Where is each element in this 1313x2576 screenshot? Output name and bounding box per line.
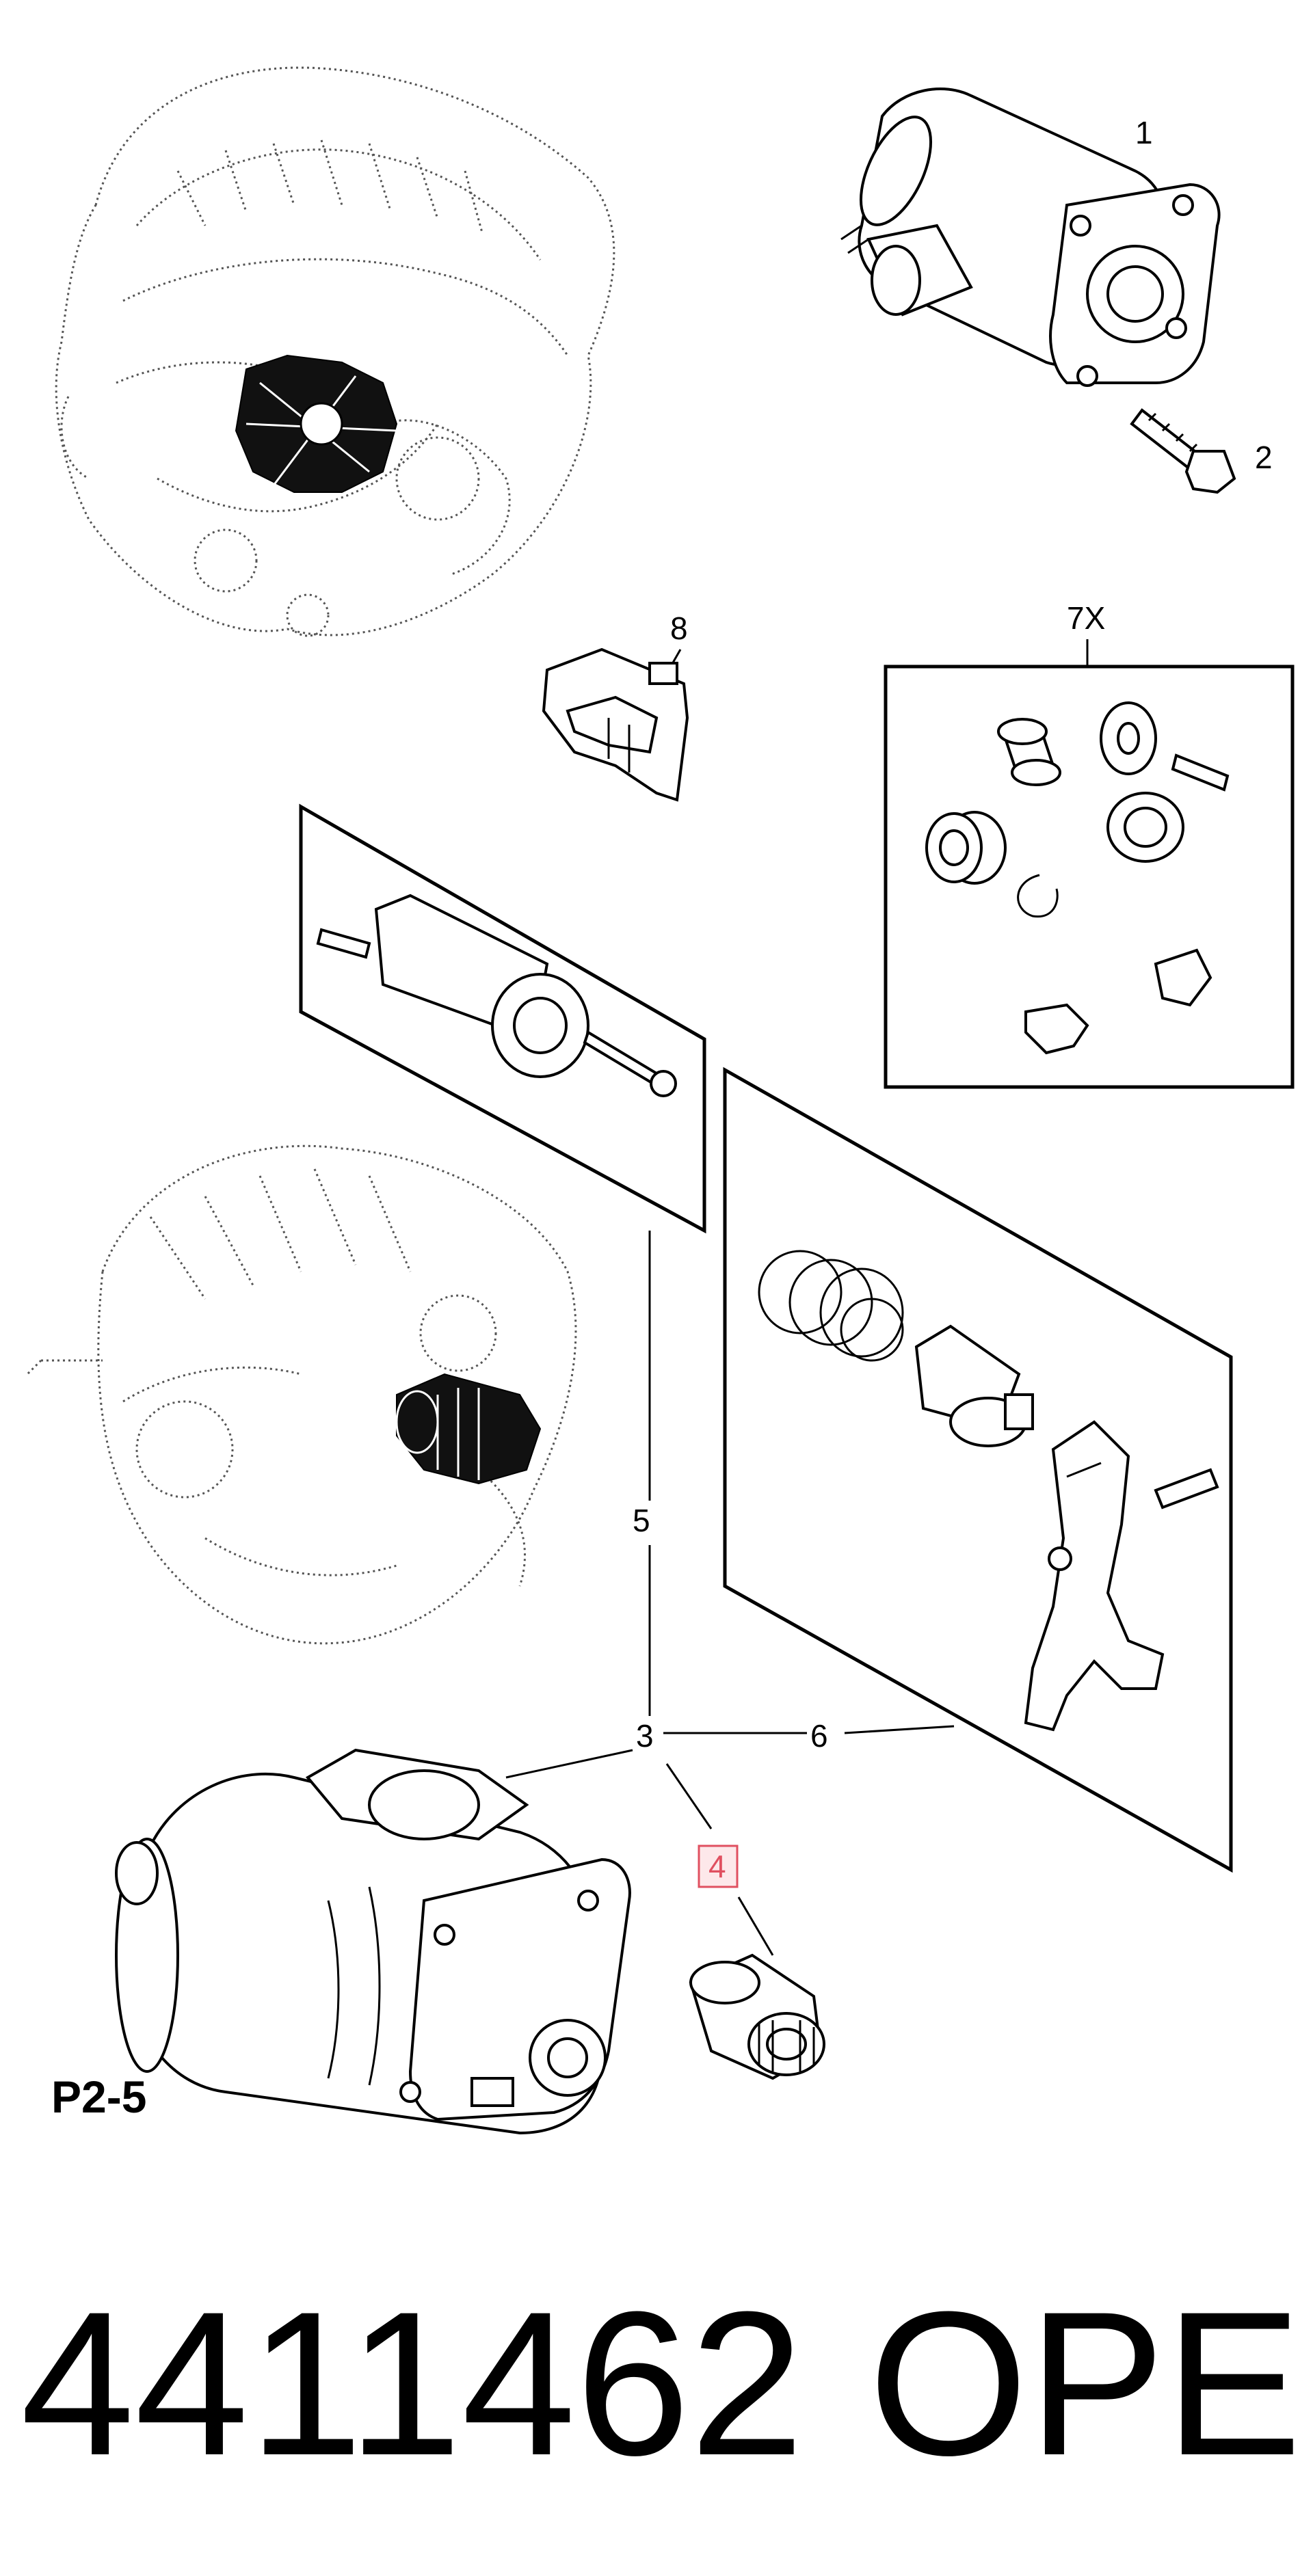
part-1-starter-motor[interactable] [840,88,1221,387]
part-2-bolt[interactable] [1130,408,1236,494]
part-6-drive-group[interactable] [723,1066,1233,1873]
fork-pin [1154,1468,1219,1510]
part-5-solenoid-group[interactable] [299,803,706,1234]
repair-kit-group-7X[interactable] [884,665,1295,1089]
callout-4: 4 [708,1849,726,1884]
part-8-bracket[interactable] [542,647,689,802]
callout-7X: 7X [1067,600,1105,636]
kit-pin [1171,753,1230,792]
solenoid [316,894,589,1078]
callout-6: 6 [810,1718,828,1754]
kit-bushing [925,811,1007,885]
plunger [914,1324,1034,1447]
starter-location-highlight-middle [395,1373,542,1485]
part-number: 4411462 [21,2268,804,2498]
engine-illustration-middle [26,1144,577,1645]
kit-needle-bearing [997,718,1061,786]
starter-location-highlight-top [235,354,398,493]
kit-seal [1106,792,1184,863]
view-code-label: P2-5 [51,2071,146,2122]
kit-washer [1100,701,1157,775]
part-3-starter-assembly[interactable] [115,1748,631,2135]
callout-3: 3 [636,1718,654,1754]
shift-fork [1024,1420,1165,1732]
callout-2: 2 [1255,440,1273,475]
engine-illustration-top [55,66,615,637]
kit-clip-a [1154,948,1212,1007]
kit-circlip [1017,874,1059,918]
springs [758,1250,904,1362]
part-4-pinion-drive[interactable] [689,1953,825,2080]
kit-clip-b [1024,1003,1089,1055]
callout-4-highlight[interactable]: 4 [698,1844,739,1888]
solenoid-bolt [583,1030,677,1097]
callout-5: 5 [633,1503,650,1538]
callout-8: 8 [670,611,688,646]
brand-name: OPEL [868,2268,1313,2498]
callout-1: 1 [1135,115,1153,150]
